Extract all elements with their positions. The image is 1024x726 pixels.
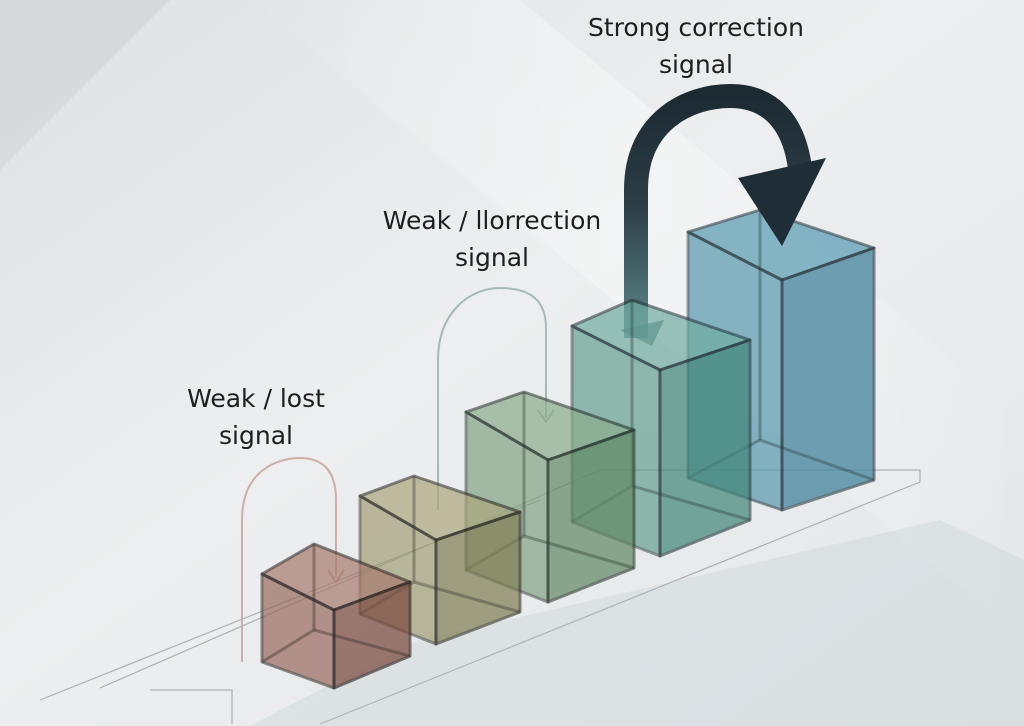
step-box-3 <box>464 390 636 604</box>
strong-caption-line-2: signal <box>659 50 733 79</box>
corner-shadow <box>0 0 170 170</box>
step-box-4 <box>570 298 752 558</box>
strong-caption-line-1: Strong correction <box>588 13 804 42</box>
mid-caption-line-2: signal <box>455 243 529 272</box>
step-box-1 <box>260 542 412 690</box>
weak-signal-arrow <box>241 456 337 662</box>
weak-caption-line-1: Weak / lost <box>187 384 325 413</box>
weak-caption-line-2: signal <box>219 421 293 450</box>
strong-signal-arrowhead <box>738 158 826 246</box>
mid-signal-arrow <box>437 286 547 510</box>
weak-lost-caption: Weak / lost signal <box>176 380 336 454</box>
floor-reflection <box>250 520 1024 726</box>
mid-caption-line-1: Weak / llorrection <box>382 206 602 235</box>
mid-correction-caption: Weak / llorrection signal <box>376 202 608 276</box>
strong-signal-arrow <box>624 83 812 338</box>
strong-correction-caption: Strong correction signal <box>576 9 816 83</box>
